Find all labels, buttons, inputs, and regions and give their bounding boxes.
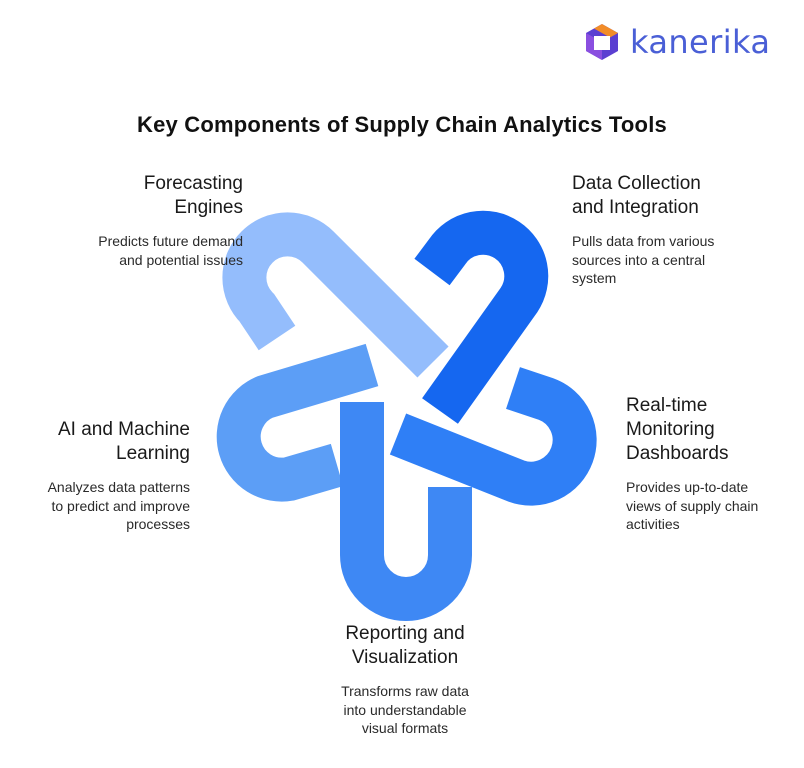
page-title: Key Components of Supply Chain Analytics… (137, 112, 667, 137)
component-data-collection: Data Collection and Integration Pulls da… (572, 172, 772, 288)
link-ai-ml (216, 343, 379, 502)
component-title: Reporting and Visualization (345, 623, 465, 668)
link-data-collection (414, 210, 549, 424)
link-real-time (389, 367, 597, 506)
component-reporting: Reporting and Visualization Transforms r… (305, 622, 505, 738)
component-title: AI and Machine Learning (57, 419, 190, 464)
component-description: Transforms raw data into understandable … (341, 683, 469, 736)
brand-name: kanerika (630, 23, 771, 61)
brand-logo: kanerika (583, 22, 770, 62)
component-description: Analyzes data patterns to predict and im… (47, 479, 190, 532)
component-description: Predicts future demand and potential iss… (98, 233, 243, 268)
component-description: Pulls data from various sources into a c… (572, 233, 715, 286)
link-forecasting (222, 212, 449, 378)
component-forecasting: Forecasting Engines Predicts future dema… (60, 172, 243, 269)
component-description: Provides up-to-date views of supply chai… (626, 479, 759, 532)
link-reporting (340, 402, 472, 621)
component-title: Forecasting Engines (143, 173, 243, 218)
component-title: Data Collection and Integration (572, 173, 701, 218)
kanerika-cube-icon (586, 24, 618, 60)
component-title: Real-time Monitoring Dashboards (626, 395, 729, 464)
component-ai-ml: AI and Machine Learning Analyzes data pa… (20, 418, 190, 534)
component-real-time: Real-time Monitoring Dashboards Provides… (626, 394, 796, 534)
